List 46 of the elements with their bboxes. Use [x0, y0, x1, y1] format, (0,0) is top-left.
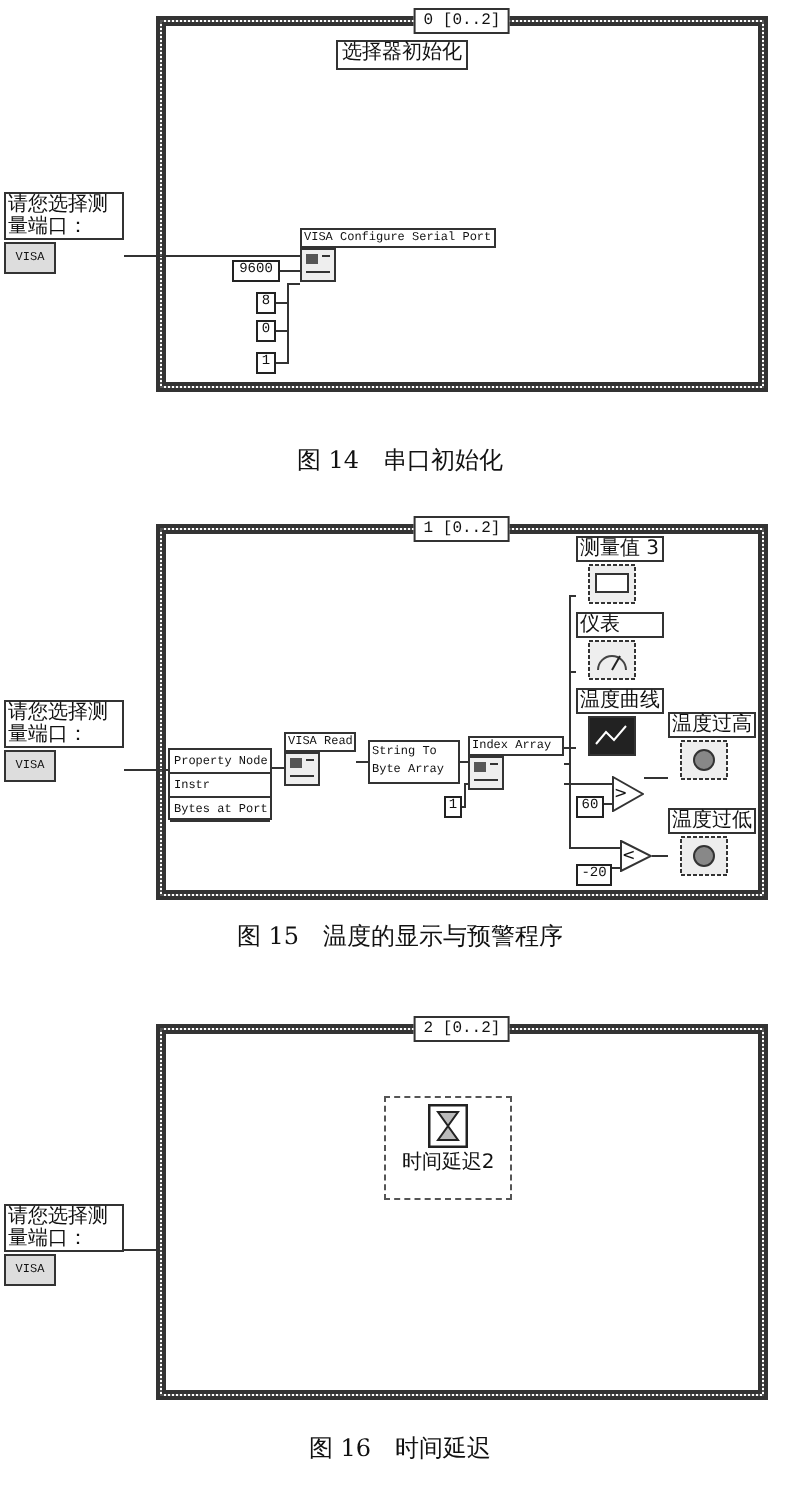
figure-caption: 图 14 串口初始化	[294, 444, 506, 478]
wire	[603, 803, 613, 805]
control-label: 请您选择测量端口：	[4, 1204, 124, 1252]
wire	[651, 855, 669, 857]
node-label: 时间延迟2	[399, 1152, 497, 1174]
comment-label: 选择器初始化	[336, 40, 468, 70]
comparator-node	[612, 776, 644, 812]
wire	[123, 1249, 157, 1251]
wire	[275, 283, 301, 364]
function-node	[284, 732, 356, 788]
comparator-symbol: >	[614, 784, 628, 804]
function-node	[468, 736, 564, 792]
wire	[643, 777, 669, 779]
wire	[279, 270, 301, 272]
wire	[611, 867, 621, 869]
wire	[355, 761, 369, 763]
wire	[563, 763, 621, 849]
property-node	[168, 748, 272, 820]
control-label: 请您选择测量端口：	[4, 700, 124, 748]
wire	[461, 783, 469, 808]
comparator-node	[620, 840, 652, 872]
wire	[563, 747, 577, 749]
indicator-terminal	[576, 688, 664, 760]
figure-caption: 图 15 温度的显示与预警程序	[234, 920, 566, 954]
indicator-terminal	[668, 808, 756, 880]
indicator-terminal	[668, 712, 756, 780]
wire	[123, 769, 169, 771]
wire	[459, 761, 469, 763]
indicator-terminal	[576, 612, 664, 680]
indicator-label: 温度过高	[668, 712, 756, 738]
wire	[563, 671, 577, 765]
indicator-label: 温度过低	[668, 808, 756, 834]
indicator-label: 温度曲线	[576, 688, 664, 714]
figure-caption: 图 16 时间延迟	[306, 1432, 494, 1466]
comparator-symbol: <	[622, 846, 636, 866]
control-label: 请您选择测量端口：	[4, 192, 124, 240]
indicator-terminal	[576, 536, 664, 604]
wire	[123, 255, 301, 257]
indicator-label: 仪表	[576, 612, 664, 638]
express-function-node	[384, 1096, 512, 1200]
frame-selector: 1 [0..2]	[413, 516, 511, 542]
frame-selector: 2 [0..2]	[413, 1016, 511, 1042]
wire	[271, 767, 285, 769]
frame-selector: 0 [0..2]	[413, 8, 511, 34]
indicator-label: 测量值 3	[576, 536, 664, 562]
wire	[563, 783, 613, 785]
